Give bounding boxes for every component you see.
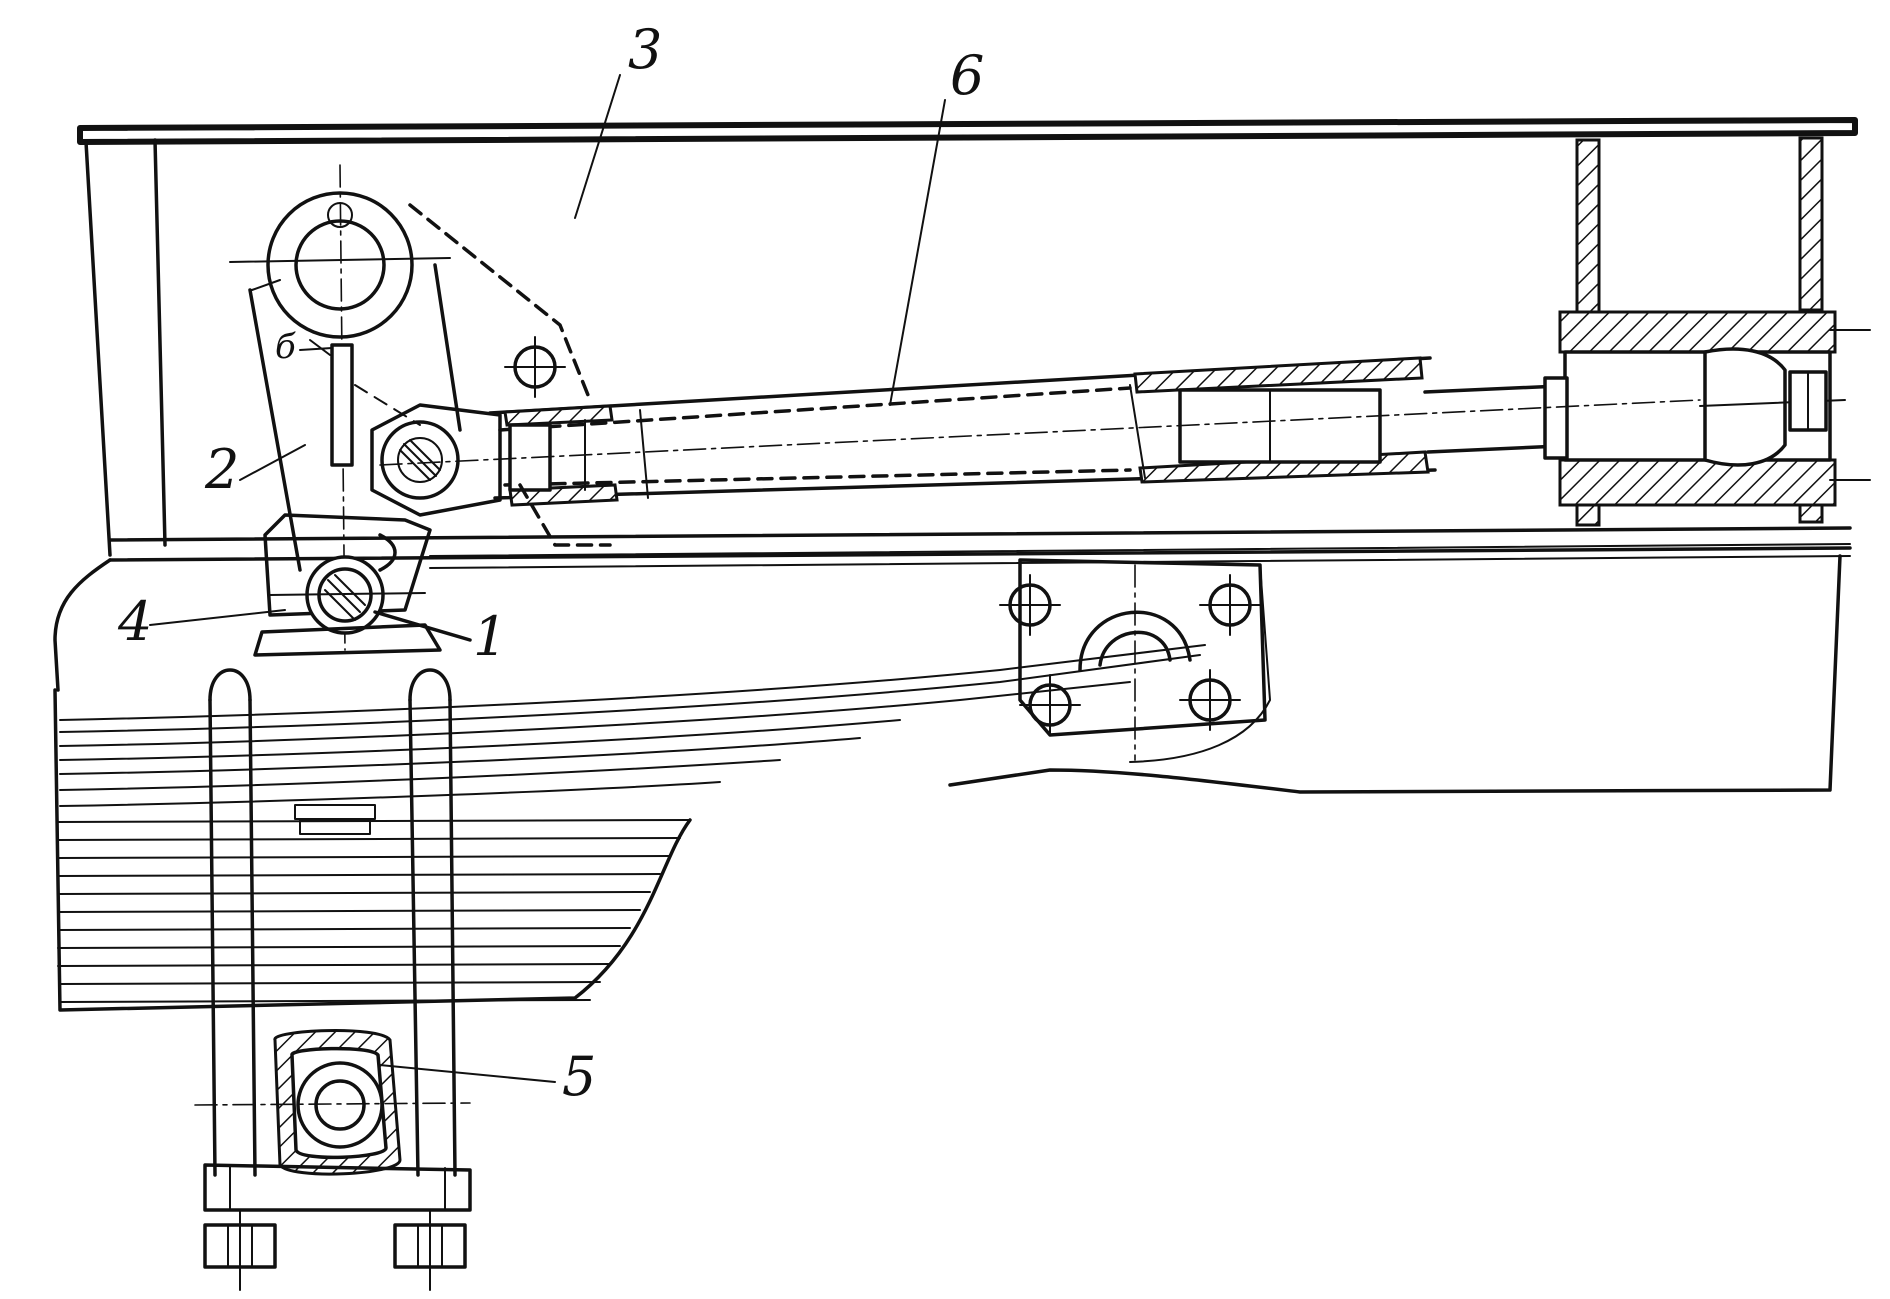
label-6: 6 (950, 44, 984, 107)
frame-bracket (408, 203, 612, 547)
right-mount (1423, 136, 1871, 527)
spring-bracket (999, 558, 1267, 761)
label-5: 5 (562, 1045, 596, 1108)
frame-member (53, 117, 1858, 794)
shock-absorber (370, 356, 1701, 517)
label-1: 1 (473, 605, 507, 668)
leaf-spring (53, 623, 1206, 1012)
label-b: б (275, 327, 296, 367)
pivot-pin (269, 555, 426, 635)
leader-lines (149, 74, 946, 1083)
shackle-lever (229, 164, 462, 651)
label-4: 4 (117, 590, 152, 653)
label-3: 3 (628, 18, 662, 81)
label-2: 2 (204, 438, 239, 501)
u-bolts-and-axle (194, 668, 472, 1291)
